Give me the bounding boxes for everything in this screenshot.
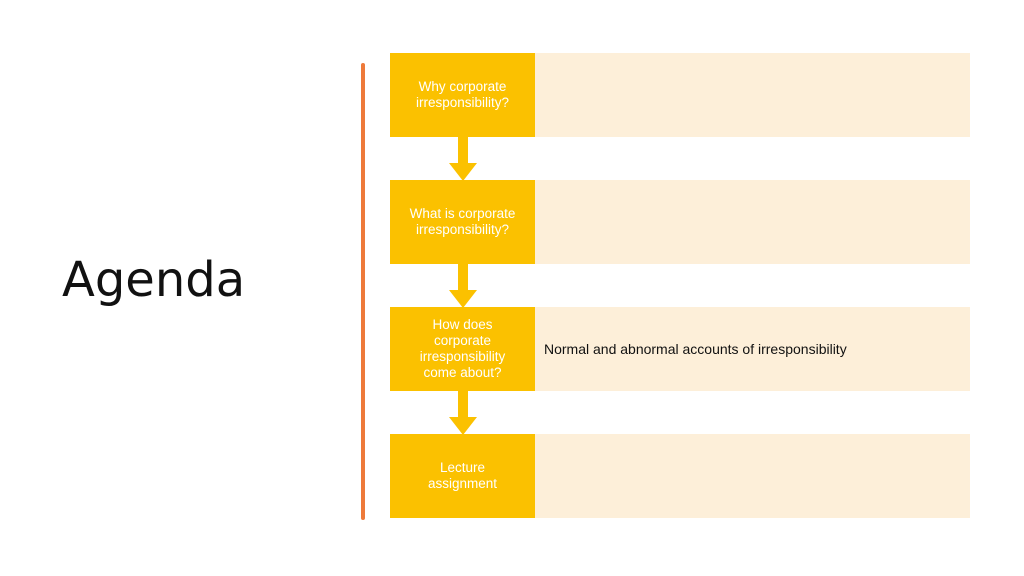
down-arrow-icon	[449, 264, 477, 308]
step-3-label-box: How does corporate irresponsibility come…	[390, 307, 535, 391]
down-arrow-icon	[449, 391, 477, 435]
vertical-divider	[361, 63, 365, 520]
step-3-description-box: Normal and abnormal accounts of irrespon…	[535, 307, 970, 391]
down-arrow-icon	[449, 137, 477, 181]
agenda-step-4: Lecture assignment	[390, 434, 970, 518]
step-2-label: What is corporate irresponsibility?	[409, 206, 516, 237]
step-1-label-box: Why corporate irresponsibility?	[390, 53, 535, 137]
step-4-label-box: Lecture assignment	[390, 434, 535, 518]
step-1-label: Why corporate irresponsibility?	[415, 79, 510, 110]
agenda-step-1: Why corporate irresponsibility?	[390, 53, 970, 137]
step-2-label-box: What is corporate irresponsibility?	[390, 180, 535, 264]
agenda-step-2: What is corporate irresponsibility?	[390, 180, 970, 264]
step-4-description-box	[535, 434, 970, 518]
agenda-step-3: How does corporate irresponsibility come…	[390, 307, 970, 391]
page-title: Agenda	[62, 252, 246, 308]
step-4-label: Lecture assignment	[427, 460, 498, 491]
step-2-description-box	[535, 180, 970, 264]
step-1-description-box	[535, 53, 970, 137]
step-3-label: How does corporate irresponsibility come…	[419, 317, 506, 380]
step-3-description: Normal and abnormal accounts of irrespon…	[544, 341, 847, 357]
